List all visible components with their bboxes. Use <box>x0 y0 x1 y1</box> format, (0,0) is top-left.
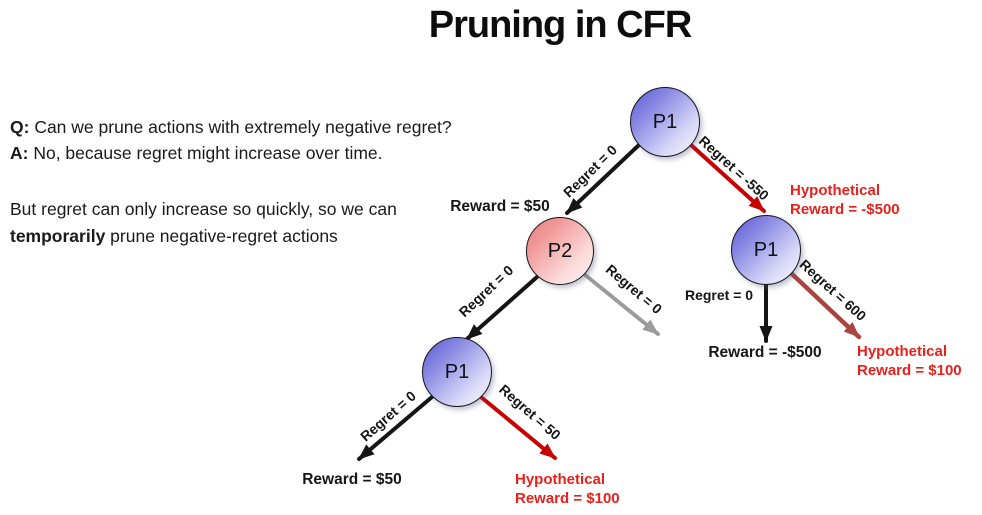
edge-root-to-p1-right <box>689 143 766 213</box>
edge-p1-right-pruned <box>789 271 862 340</box>
edge-p2-to-p1-left <box>465 275 539 341</box>
hypothetical-line1: Hypothetical <box>857 343 948 360</box>
node-label: P1 <box>753 238 779 261</box>
reward-label-p1-left: Reward = $50 <box>302 471 402 488</box>
hypothetical-line2: Reward = $100 <box>857 362 962 379</box>
node-label: P2 <box>547 239 573 262</box>
node-p2: P2 <box>526 217 594 285</box>
note-bold-word: temporarily <box>10 226 106 246</box>
edge-label-p1-right-down: Regret = 0 <box>684 287 754 303</box>
hypothetical-reward-p1-right: Hypothetical Reward = $100 <box>857 342 962 380</box>
hypothetical-line2: Reward = $100 <box>515 490 620 507</box>
reward-label-p2-entry: Reward = $50 <box>450 198 550 215</box>
node-label: P1 <box>444 360 470 383</box>
question-line: Q: Can we prune actions with extremely n… <box>10 114 452 140</box>
hypothetical-line1: Hypothetical <box>790 182 881 199</box>
question-text: Can we prune actions with extremely nega… <box>29 117 452 137</box>
edge-p2-pruned <box>582 272 660 336</box>
hypothetical-line2: Reward = -$500 <box>790 201 900 218</box>
question-answer-block: Q: Can we prune actions with extremely n… <box>10 114 452 166</box>
answer-line: A: No, because regret might increase ove… <box>10 140 452 166</box>
hypothetical-line1: Hypothetical <box>515 471 606 488</box>
node-label: P1 <box>652 110 678 133</box>
note-paragraph: But regret can only increase so quickly,… <box>10 196 415 250</box>
reward-label-p1-right: Reward = -$500 <box>708 344 822 361</box>
hypothetical-reward-p1-left: Hypothetical Reward = $100 <box>515 470 620 508</box>
edge-root-to-p2 <box>565 142 642 215</box>
node-root-p1: P1 <box>630 87 700 157</box>
node-p1-left: P1 <box>422 337 492 407</box>
note-text-1: But regret can only increase so quickly,… <box>10 199 397 219</box>
question-prefix: Q: <box>10 117 30 137</box>
answer-text: No, because regret might increase over t… <box>28 143 383 163</box>
edge-p1-left-keep <box>357 395 434 461</box>
edge-p1-left-pruned <box>479 395 557 460</box>
answer-prefix: A: <box>10 143 29 163</box>
page-title: Pruning in CFR <box>428 4 693 46</box>
node-p1-right: P1 <box>731 215 801 285</box>
hypothetical-reward-right-subtree: Hypothetical Reward = -$500 <box>790 181 900 219</box>
note-text-2: prune negative-regret actions <box>105 226 338 246</box>
